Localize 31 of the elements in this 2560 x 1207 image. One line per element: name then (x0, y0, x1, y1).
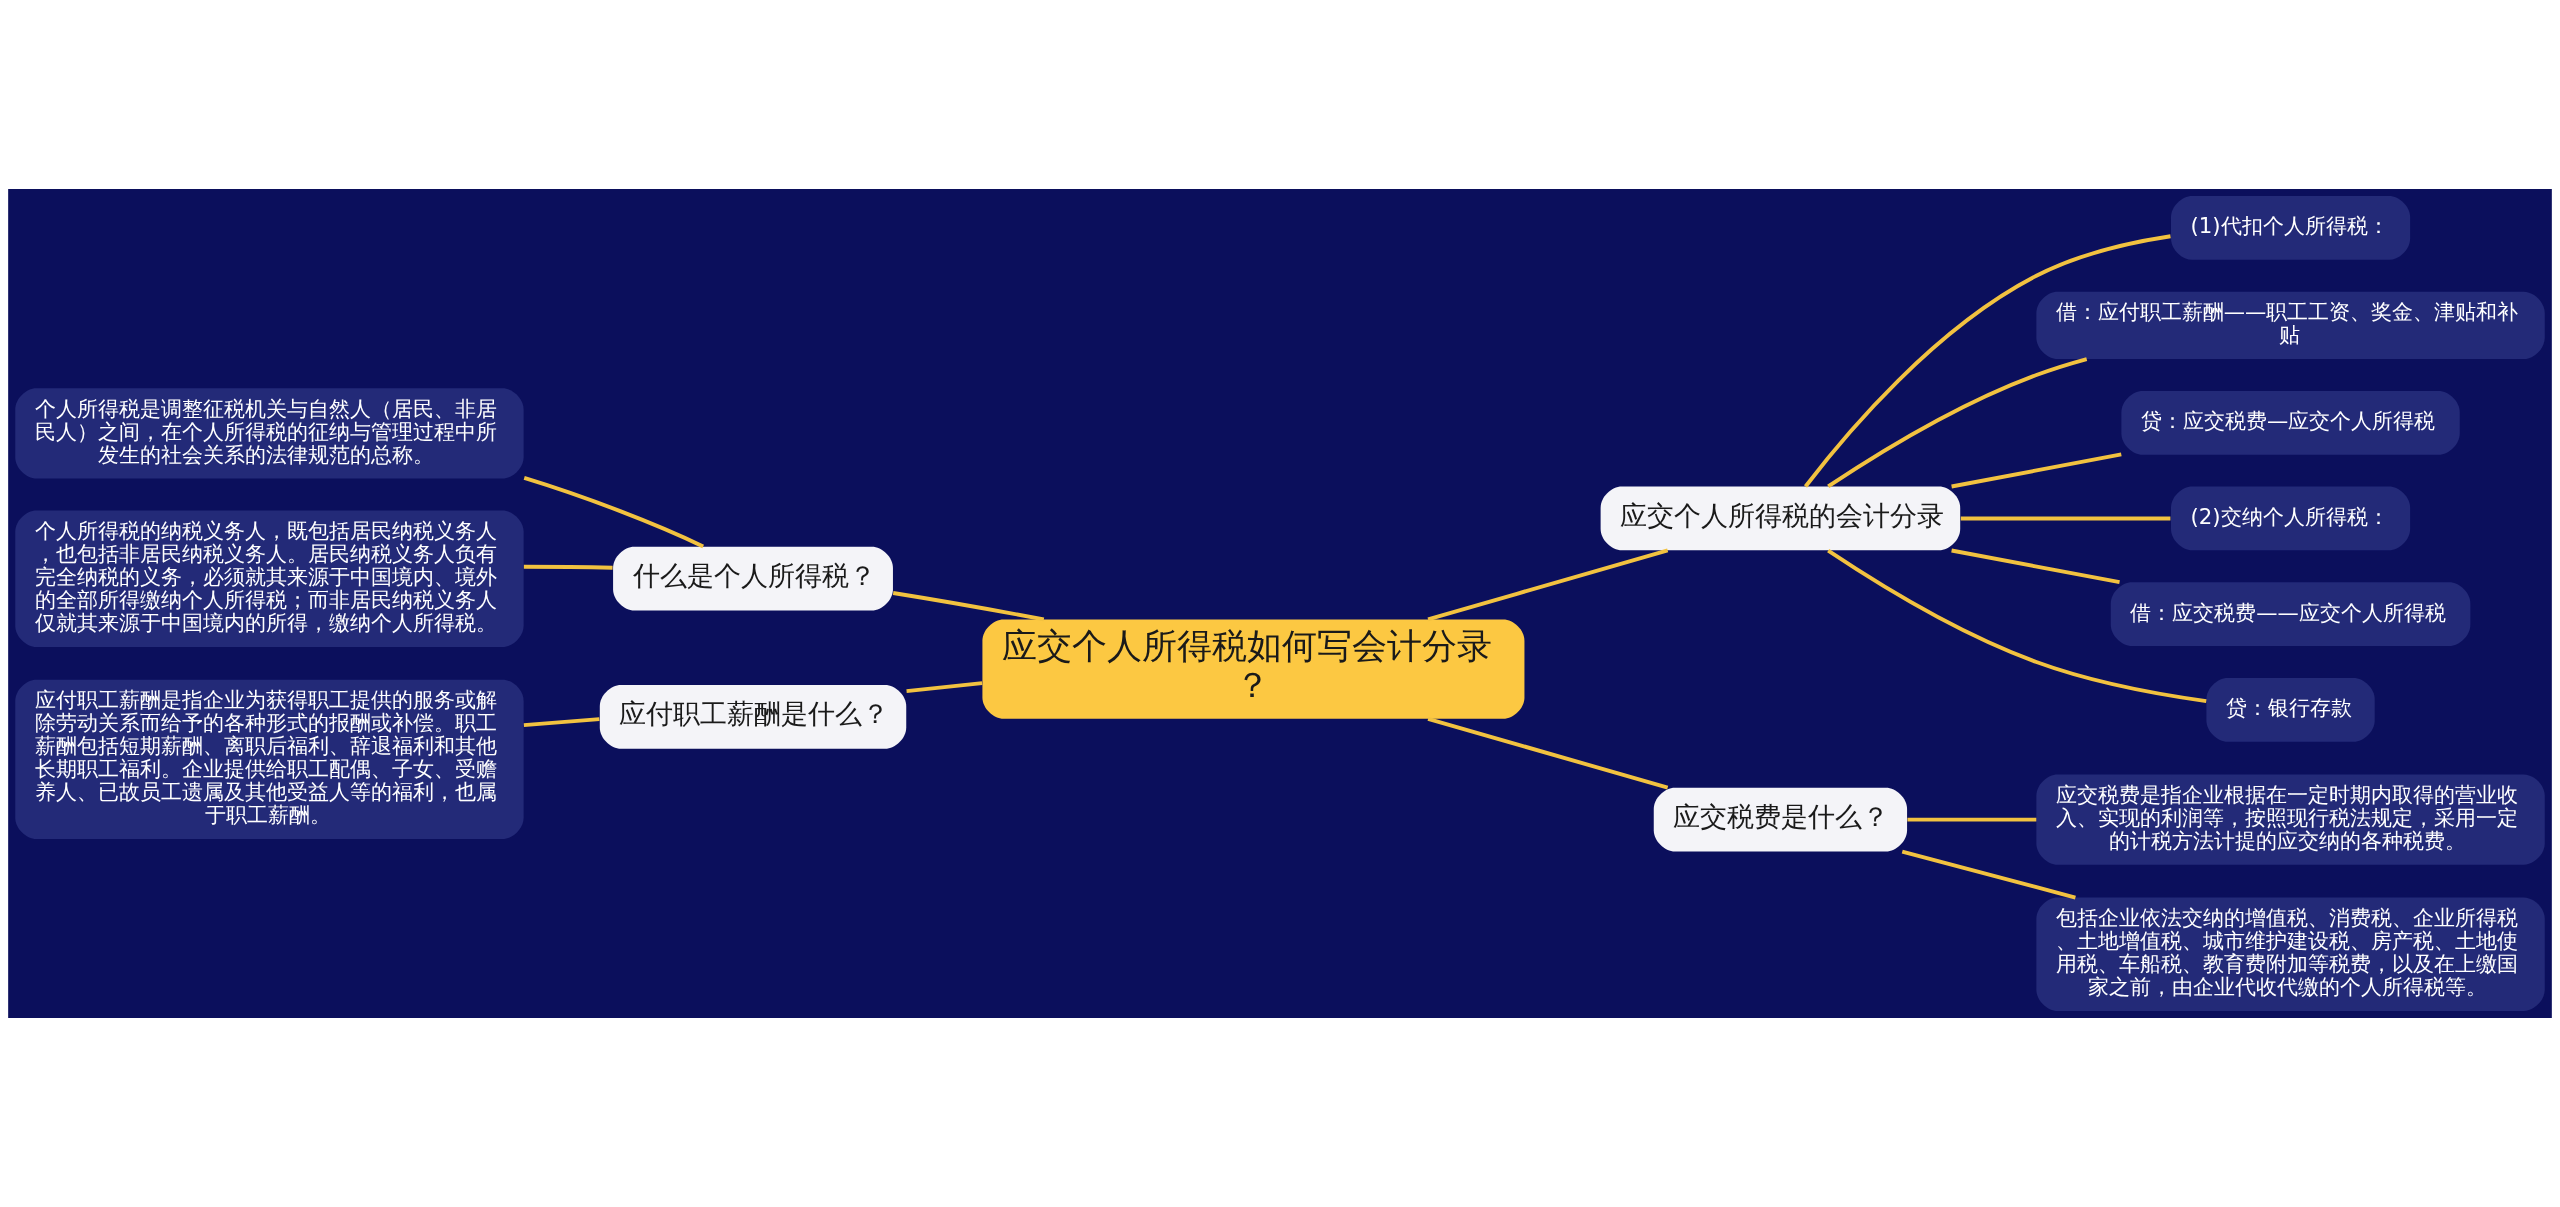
connector (1907, 817, 2037, 822)
node-box: (2)交纳个人所得税： (2171, 486, 2411, 551)
connector (1427, 716, 1669, 790)
connector (1951, 548, 2120, 585)
node-box: 贷：银行存款 (2206, 677, 2375, 742)
node-box: 什么是个人所得税？ (613, 546, 893, 611)
node-box: 个人所得税的纳税义务人，既包括居民纳税义务人，也包括非居民纳税义务人。居民纳税义务人负有完全纳税的义务，必须就其来源于中国境内、境外的全部所得缴纳个人所得税；而非居民纳税义务人仅就其来源于中国境内的所得，缴纳个人所得税。 (15, 510, 524, 647)
node-box: 个人所得税是调整征税机关与自然人（居民、非居民人）之间，在个人所得税的征纳与管理过程中所发生的社会关系的法律规范的总称。 (15, 388, 524, 479)
node-box: 贷：应交税费—应交个人所得税 (2121, 390, 2460, 455)
connector (523, 717, 600, 727)
connector (1901, 849, 2076, 900)
node-box: 应交个人所得税如何写会计分录？ (982, 619, 1525, 719)
node-box: 应交税费是指企业根据在一定时期内取得的营业收入、实现的利润等，按照现行税法规定，采用一定的计税方法计提的应交纳的各种税费。 (2036, 774, 2545, 865)
node-box: 包括企业依法交纳的增值税、消费税、企业所得税、土地增值税、城市维护建设税、房产税、土地使用税、车船税、教育费附加等税费，以及在上缴国家之前，由企业代收代缴的个人所得税等。 (2036, 897, 2545, 1011)
connector (1427, 548, 1669, 622)
connector (892, 591, 1045, 622)
connector (1827, 548, 2207, 703)
node-box: 借：应付职工薪酬——职工工资、奖金、津贴和补贴 (2036, 291, 2545, 360)
connector (523, 476, 704, 549)
connector (906, 681, 983, 694)
connector (523, 564, 613, 570)
node-box: 应付职工薪酬是指企业为获得职工提供的服务或解除劳动关系而给予的各种形式的报酬或补偿。职工薪酬包括短期薪酬、离职后福利、辞退福利和其他长期职工福利。企业提供给职工配偶、子女、受赡养人、已故员工遗属及其他受益人等的福利，也属于职工薪酬。 (15, 679, 524, 840)
node-box: 应付职工薪酬是什么？ (599, 685, 907, 749)
connector (1951, 452, 2122, 489)
node-box: (1)代扣个人所得税： (2171, 196, 2411, 260)
connector (1803, 234, 2171, 488)
node-box: 应交税费是什么？ (1653, 787, 1908, 852)
connector (1960, 516, 2171, 521)
node-box: 应交个人所得税的会计分录 (1600, 486, 1961, 551)
connector (1827, 357, 2088, 489)
node-box: 借：应交税费——应交个人所得税 (2110, 582, 2471, 646)
